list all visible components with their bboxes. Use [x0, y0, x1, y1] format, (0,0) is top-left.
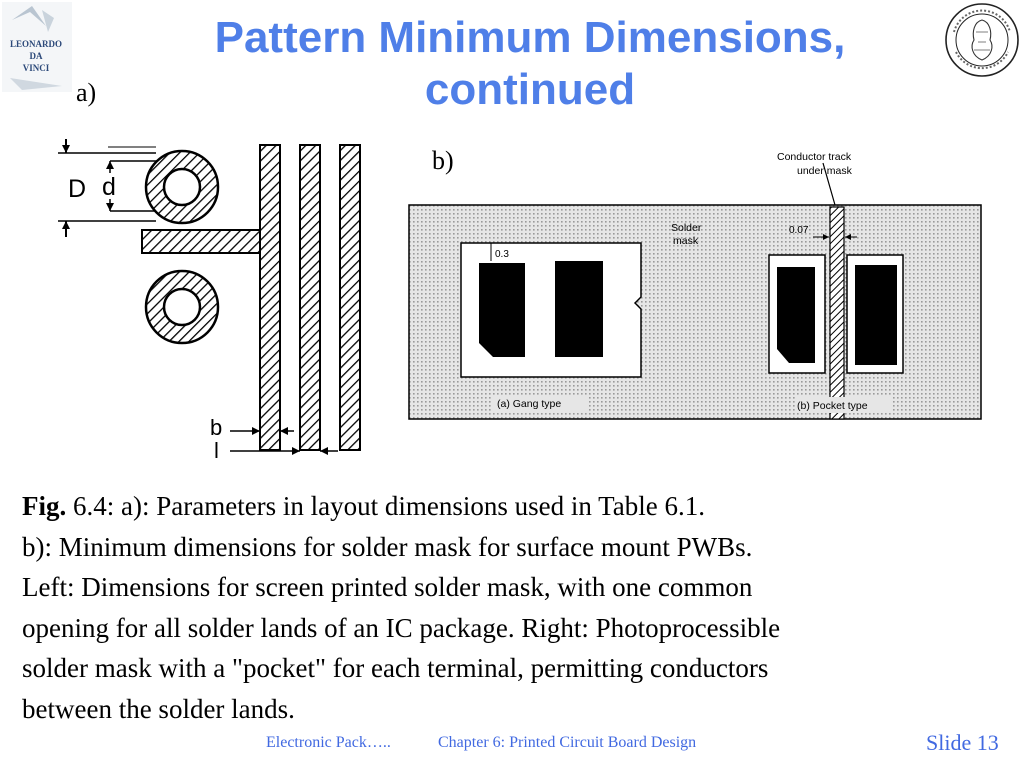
logo-text-1: LEONARDO [10, 39, 62, 49]
figure-caption: Fig. 6.4: a): Parameters in layout dimen… [22, 486, 1012, 729]
logo-text-3: VINCI [23, 63, 50, 73]
solder-mask-label-2: mask [673, 235, 699, 247]
caption-line-5: solder mask with a "pocket" for each ter… [22, 653, 769, 683]
dimension-l-label: l [214, 438, 219, 463]
caption-line-6: between the solder lands. [22, 693, 295, 724]
university-seal-logo [945, 3, 1019, 77]
gang-type-caption: (a) Gang type [497, 398, 561, 410]
caption-fig-label: Fig. [22, 491, 67, 521]
dimension-d-label: d [102, 173, 116, 201]
caption-line-1: Fig. 6.4: a): Parameters in layout dimen… [22, 486, 1012, 527]
caption-line-2: b): Minimum dimensions for solder mask f… [22, 531, 753, 562]
caption-line-3: Left: Dimensions for screen printed sold… [22, 572, 753, 602]
slide-label: Slide [926, 730, 972, 755]
footer-course: Electronic Pack….. [266, 734, 391, 751]
title-line-2: continued [424, 65, 636, 114]
figure-a-label: a) [76, 78, 97, 107]
figure-b-solder-mask: Conductor track under mask 0.3 Solder ma… [408, 151, 982, 420]
conductor-track-label-1: Conductor track [777, 151, 852, 163]
leonardo-da-vinci-logo: LEONARDO DA VINCI [2, 2, 72, 92]
slide-title: Pattern Minimum Dimensions, continued [120, 12, 940, 116]
dimension-0-07-label: 0.07 [789, 225, 809, 236]
dimension-0-3-label: 0.3 [495, 249, 509, 260]
figure-b-label: b) [432, 146, 454, 175]
caption-line-4: opening for all solder lands of an IC pa… [22, 612, 781, 643]
logo-text-2: DA [30, 51, 43, 61]
title-line-1: Pattern Minimum Dimensions, [214, 13, 846, 62]
pocket-type-caption: (b) Pocket type [797, 400, 868, 412]
figure-a-layout-parameters: D d b l [58, 139, 361, 463]
slide-number: Slide 13 [926, 730, 999, 756]
solder-mask-label-1: Solder [671, 222, 702, 234]
dimension-D-label: D [68, 175, 86, 203]
dimension-b-label: b [210, 415, 222, 440]
footer-chapter: Chapter 6: Printed Circuit Board Design [438, 734, 697, 751]
slide-number-value: 13 [976, 730, 999, 755]
caption-line-1-text: 6.4: a): Parameters in layout dimensions… [66, 491, 705, 521]
